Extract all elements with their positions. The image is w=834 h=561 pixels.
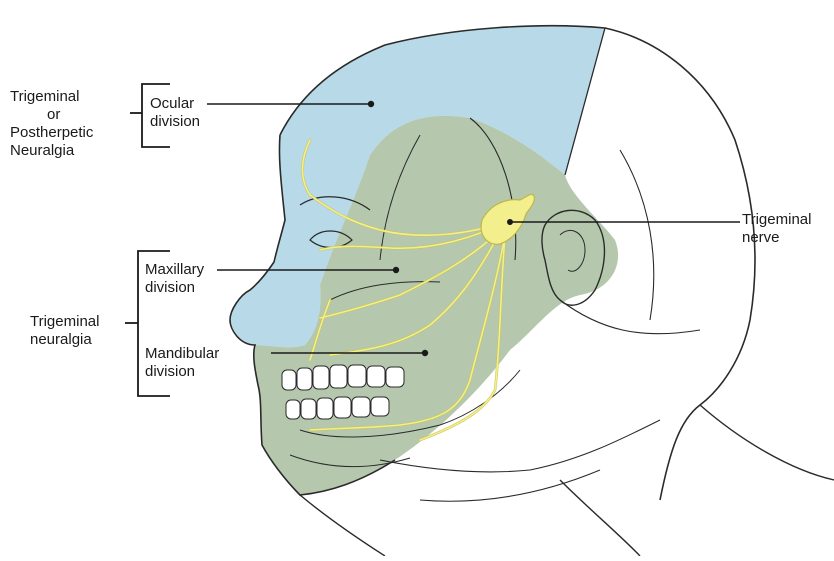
label-line: or [8,106,132,124]
label-line: division [145,363,219,381]
label-line: Trigeminal [742,211,811,229]
shoulder-line [700,405,834,480]
label-line: division [150,113,200,131]
label-line: nerve [742,229,811,247]
contour-line [620,150,654,320]
label-line: neuralgia [30,331,99,349]
contour-line [560,300,700,334]
label-line: Mandibular [145,345,219,363]
neck-outline [300,495,385,556]
maxillary-division-label: Maxillary division [145,261,204,297]
trigeminal-nerve-label: Trigeminal nerve [742,211,811,247]
label-line: Postherpetic [8,124,132,142]
mandibular-division-label: Mandibular division [145,345,219,381]
label-line: Maxillary [145,261,204,279]
label-line: Neuralgia [8,142,132,160]
label-line: Trigeminal [8,88,132,106]
neck-outline-back [560,480,640,556]
trigeminal-neuralgia-label: Trigeminal neuralgia [30,313,99,349]
ocular-division-label: Ocular division [150,95,200,131]
trigeminal-or-postherpetic-label: Trigeminal or Postherpetic Neuralgia [8,88,132,160]
label-line: Trigeminal [30,313,99,331]
label-line: division [145,279,204,297]
label-line: Ocular [150,95,200,113]
contour-line [420,470,600,501]
